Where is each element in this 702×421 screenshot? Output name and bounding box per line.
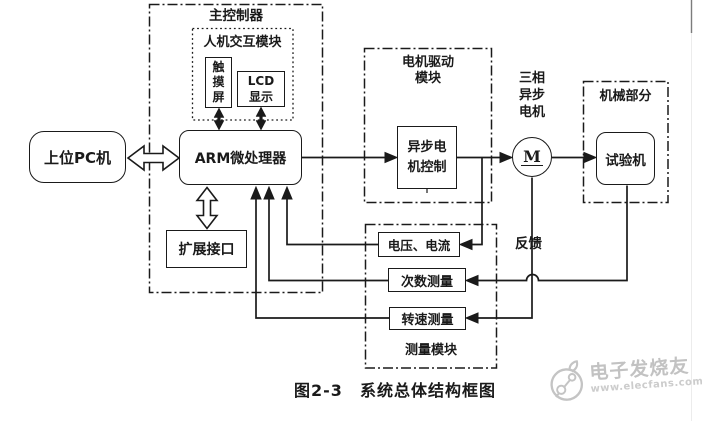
pc-arm-double-arrow: [126, 144, 181, 172]
test-machine-to-count-line: [464, 185, 628, 287]
motor-feedback-to-speed-line: [464, 177, 533, 324]
speed-measure-node: 转速测量: [389, 307, 466, 330]
motor-drive-label-line1: 电机驱动: [401, 55, 454, 70]
figure-caption: 图2-3 系统总体结构框图: [294, 381, 496, 400]
hmi-group-label: 人机交互模块: [203, 35, 282, 50]
host-pc-node: 上位PC机: [29, 131, 126, 183]
voltage-to-arm-line: [281, 185, 378, 246]
feedback-annotation: 反馈: [515, 236, 542, 252]
extension-interface-node: 扩展接口: [166, 230, 247, 268]
speed-to-arm-line: [250, 185, 389, 319]
motor-drive-group-label: 电机驱动 模块: [364, 55, 492, 87]
lcd-arm-double-arrow: [255, 106, 267, 131]
touch-screen-char1: 触: [212, 60, 225, 74]
arm-processor-label: ARM微处理器: [194, 150, 287, 167]
motor-drive-group-border: [363, 47, 493, 204]
touch-arm-double-arrow: [213, 107, 225, 131]
async-motor-control-line1: 异步电: [407, 139, 447, 155]
drive-to-voltage-feedback-line: [458, 157, 483, 251]
test-machine-label: 试验机: [605, 152, 646, 169]
async-motor-control-node: 异步电 机控制: [397, 126, 457, 189]
motor-control-to-motor-arrow: [457, 151, 514, 164]
main-controller-group-label: 主控制器: [209, 8, 263, 24]
motor-symbol-label: M: [521, 147, 543, 166]
motor-caption-line3: 电机: [518, 105, 545, 120]
count-measure-label: 次数测量: [400, 274, 453, 290]
voltage-current-label: 电压、电流: [387, 238, 451, 253]
measurement-group-label: 测量模块: [404, 343, 457, 358]
arm-to-motor-control-arrow: [302, 151, 399, 164]
lcd-display-node: LCD 显示: [237, 71, 285, 107]
measurement-group-border: [364, 223, 498, 369]
test-machine-node: 试验机: [596, 132, 655, 185]
mechanical-group-border: [582, 80, 669, 204]
count-measure-node: 次数测量: [388, 268, 466, 292]
extension-interface-label: 扩展接口: [178, 242, 235, 258]
async-motor-control-line2: 机控制: [407, 159, 447, 175]
watermark: 电子发烧友 www.elecfans.com: [545, 349, 702, 404]
motor-caption-line1: 三相: [518, 71, 545, 86]
touch-screen-node: 触 摸 屏: [205, 57, 232, 108]
three-phase-motor-caption: 三相 异步 电机: [511, 70, 553, 121]
arm-processor-node: ARM微处理器: [179, 130, 302, 185]
touch-screen-char2: 摸: [212, 75, 225, 89]
count-to-arm-line: [263, 185, 388, 282]
lcd-display-line1: LCD: [247, 74, 275, 88]
motor-symbol-node: M: [512, 137, 552, 177]
main-controller-group-border: [148, 3, 324, 294]
elecfans-logo-icon: [550, 360, 584, 401]
motor-caption-line2: 异步: [518, 88, 545, 103]
arm-ext-double-arrow: [195, 186, 219, 230]
mechanical-group-label: 机械部分: [599, 89, 652, 104]
motor-to-test-machine-arrow: [552, 151, 598, 164]
voltage-current-node: 电压、电流: [378, 232, 460, 257]
lcd-display-line2: 显示: [248, 90, 273, 104]
touch-screen-char3: 屏: [212, 90, 225, 104]
host-pc-label: 上位PC机: [43, 148, 111, 167]
motor-drive-label-line2: 模块: [414, 71, 441, 86]
speed-measure-label: 转速测量: [401, 313, 454, 328]
